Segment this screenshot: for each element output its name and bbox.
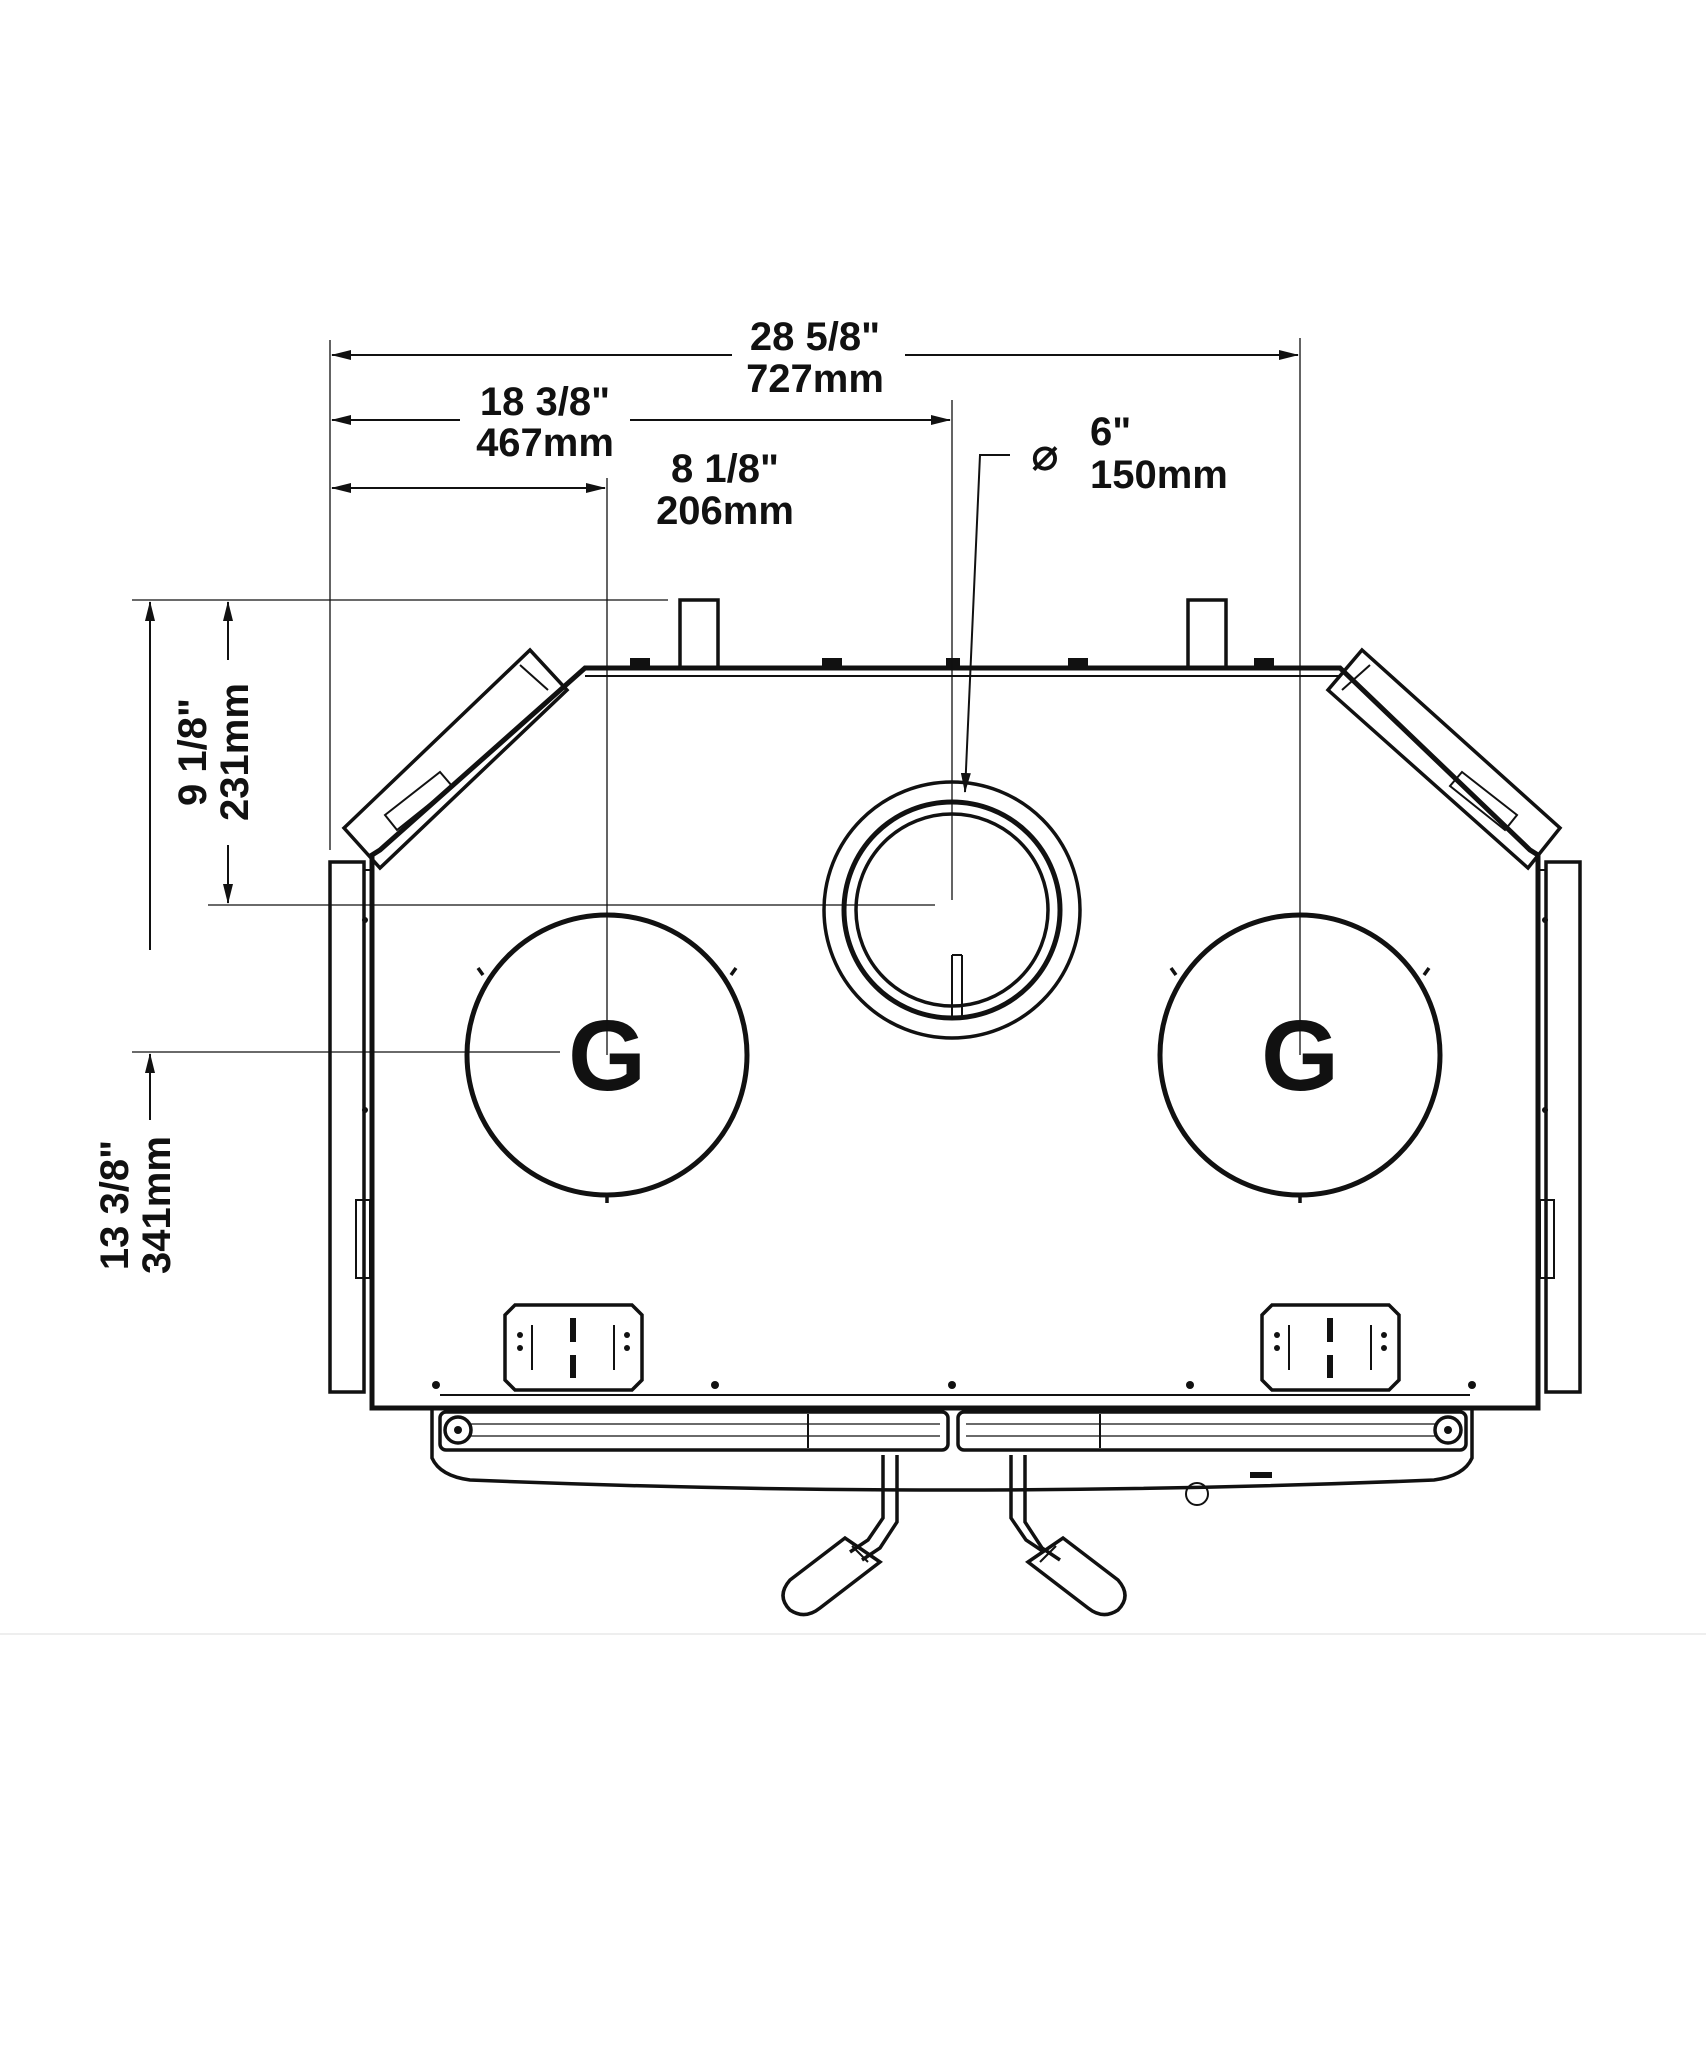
flue-height-dimension: 9 1/8" 231mm [171,683,257,821]
right-mounting-plate [1260,1303,1401,1392]
flue-offset-dimension: 18 3/8" 467mm [476,380,614,465]
g-height-imperial: 13 3/8" [93,1140,137,1270]
flue-diameter-dimension: ⌀ 6" 150mm [1031,410,1228,497]
diameter-symbol: ⌀ [1031,428,1059,480]
flue-diameter-imperial: 6" [1090,410,1131,454]
left-corner-bracket [341,647,570,871]
right-control-lever [1009,1455,1127,1617]
left-g-offset-dimension: 8 1/8" 206mm [656,447,794,533]
flue-diameter-metric: 150mm [1090,453,1228,497]
overall-width-dimension: 28 5/8" 727mm [746,315,884,401]
left-g-offset-imperial: 8 1/8" [671,447,779,491]
flue-height-metric: 231mm [213,683,257,821]
overall-width-imperial: 28 5/8" [750,315,880,359]
left-mounting-plate [503,1303,644,1392]
flue-offset-metric: 467mm [476,421,614,465]
overall-width-metric: 727mm [746,357,884,401]
left-control-lever [781,1455,899,1617]
dimension-lines [132,338,1301,1120]
g-height-dimension: 13 3/8" 341mm [93,1136,179,1274]
right-corner-bracket [1325,647,1563,871]
front-burner-rail [430,1410,1474,1506]
g-height-metric: 341mm [135,1136,179,1274]
flue-offset-imperial: 18 3/8" [480,380,610,424]
left-g-offset-metric: 206mm [656,489,794,533]
bottom-edge-screws [432,1381,1476,1389]
top-edge-bolts [630,658,1274,667]
top-pipe-stubs [678,598,1228,670]
flue-height-imperial: 9 1/8" [171,698,215,806]
